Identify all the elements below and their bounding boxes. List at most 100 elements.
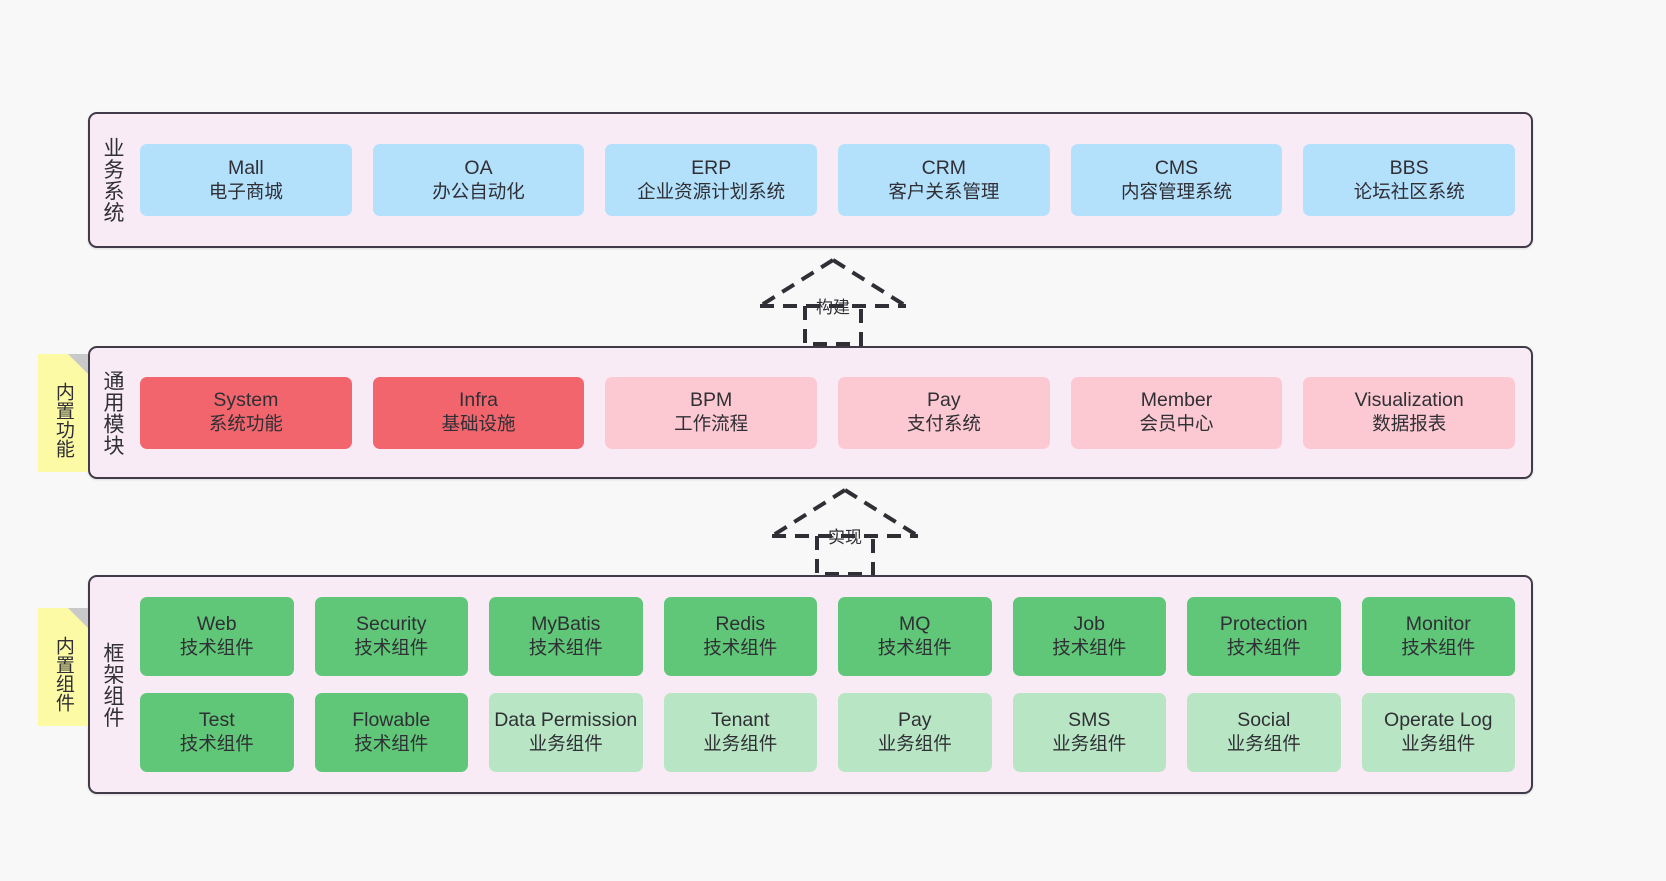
module-member[interactable]: Member 会员中心 bbox=[1070, 376, 1283, 449]
component-row: Test 技术组件 Flowable 技术组件 Data Permission … bbox=[140, 693, 1515, 772]
component-name: OA bbox=[464, 156, 493, 179]
component-subtitle: 业务组件 bbox=[703, 733, 778, 755]
component-oa[interactable]: OA 办公自动化 bbox=[372, 144, 585, 216]
component-social[interactable]: Social 业务组件 bbox=[1187, 693, 1341, 772]
component-monitor[interactable]: Monitor 技术组件 bbox=[1361, 597, 1515, 676]
component-subtitle: 技术组件 bbox=[354, 733, 429, 755]
layer-common-modules: 通用模块 System 系统功能 Infra 基础设施 BPM 工作流程 Pay… bbox=[88, 346, 1533, 479]
component-subtitle: 业务组件 bbox=[877, 733, 952, 755]
component-row: System 系统功能 Infra 基础设施 BPM 工作流程 Pay 支付系统… bbox=[140, 376, 1516, 449]
component-name: ERP bbox=[691, 156, 732, 179]
component-name: Job bbox=[1073, 613, 1105, 636]
component-name: CMS bbox=[1154, 156, 1199, 179]
note-fold-corner-icon bbox=[68, 608, 88, 628]
component-subtitle: 技术组件 bbox=[354, 637, 429, 659]
note-builtin-components: 内置组件 bbox=[38, 608, 88, 726]
component-subtitle: 电子商城 bbox=[208, 180, 283, 202]
component-pay[interactable]: Pay 业务组件 bbox=[838, 693, 992, 772]
component-name: Pay bbox=[897, 709, 932, 732]
component-subtitle: 工作流程 bbox=[674, 413, 749, 435]
component-subtitle: 企业资源计划系统 bbox=[637, 180, 786, 202]
component-subtitle: 技术组件 bbox=[877, 637, 952, 659]
component-name: CRM bbox=[921, 156, 967, 179]
component-tenant[interactable]: Tenant 业务组件 bbox=[663, 693, 817, 772]
component-protection[interactable]: Protection 技术组件 bbox=[1187, 597, 1341, 676]
component-row: Web 技术组件 Security 技术组件 MyBatis 技术组件 Redi… bbox=[140, 597, 1515, 676]
component-erp[interactable]: ERP 企业资源计划系统 bbox=[605, 144, 818, 216]
component-subtitle: 业务组件 bbox=[1226, 733, 1301, 755]
component-redis[interactable]: Redis 技术组件 bbox=[663, 597, 817, 676]
component-flowable[interactable]: Flowable 技术组件 bbox=[314, 693, 468, 772]
connector-build: 构建 bbox=[758, 258, 908, 346]
dashed-generalization-arrow-icon bbox=[770, 488, 920, 576]
component-name: Data Permission bbox=[494, 709, 638, 732]
component-subtitle: 系统功能 bbox=[208, 413, 283, 435]
component-bbs[interactable]: BBS 论坛社区系统 bbox=[1303, 144, 1516, 216]
component-mybatis[interactable]: MyBatis 技术组件 bbox=[489, 597, 643, 676]
module-pay[interactable]: Pay 支付系统 bbox=[838, 376, 1050, 449]
component-name: Infra bbox=[458, 389, 499, 412]
component-cms[interactable]: CMS 内容管理系统 bbox=[1070, 144, 1283, 216]
component-job[interactable]: Job 技术组件 bbox=[1012, 597, 1166, 676]
component-subtitle: 论坛社区系统 bbox=[1353, 180, 1465, 202]
component-name: BBS bbox=[1389, 156, 1429, 179]
component-name: SMS bbox=[1068, 709, 1111, 732]
component-subtitle: 业务组件 bbox=[1401, 733, 1476, 755]
component-subtitle: 支付系统 bbox=[906, 413, 981, 435]
component-mall[interactable]: Mall 电子商城 bbox=[140, 144, 352, 216]
component-subtitle: 数据报表 bbox=[1372, 413, 1447, 435]
component-row: Mall 电子商城 OA 办公自动化 ERP 企业资源计划系统 CRM 客户关系… bbox=[140, 144, 1516, 216]
note-text: 内置组件 bbox=[52, 636, 74, 712]
component-subtitle: 业务组件 bbox=[528, 733, 603, 755]
component-subtitle: 技术组件 bbox=[179, 637, 254, 659]
component-name: Security bbox=[356, 613, 427, 636]
layer-business-systems: 业务系统 Mall 电子商城 OA 办公自动化 ERP 企业资源计划系统 CRM… bbox=[88, 112, 1533, 248]
component-security[interactable]: Security 技术组件 bbox=[314, 597, 468, 676]
component-name: Test bbox=[198, 709, 235, 732]
component-operate-log[interactable]: Operate Log 业务组件 bbox=[1361, 693, 1515, 772]
component-data-permission[interactable]: Data Permission 业务组件 bbox=[489, 693, 643, 772]
module-system[interactable]: System 系统功能 bbox=[140, 376, 352, 449]
layer-body-business: Mall 电子商城 OA 办公自动化 ERP 企业资源计划系统 CRM 客户关系… bbox=[134, 114, 1531, 246]
module-visualization[interactable]: Visualization 数据报表 bbox=[1303, 376, 1516, 449]
layer-body-modules: System 系统功能 Infra 基础设施 BPM 工作流程 Pay 支付系统… bbox=[134, 348, 1531, 477]
component-subtitle: 内容管理系统 bbox=[1121, 180, 1233, 202]
component-name: Tenant bbox=[710, 709, 770, 732]
layer-framework-components: 框架组件 Web 技术组件 Security 技术组件 MyBatis 技术组件… bbox=[88, 575, 1533, 794]
component-name: Monitor bbox=[1405, 613, 1471, 636]
layer-title-framework: 框架组件 bbox=[100, 641, 124, 728]
note-builtin-features: 内置功能 bbox=[38, 354, 88, 472]
component-name: Mall bbox=[227, 156, 264, 179]
component-subtitle: 基础设施 bbox=[441, 413, 516, 435]
component-subtitle: 技术组件 bbox=[1226, 637, 1301, 659]
component-name: Protection bbox=[1219, 613, 1308, 636]
connector-label-build: 构建 bbox=[816, 298, 850, 317]
connector-label-implement: 实现 bbox=[828, 528, 862, 547]
component-name: Visualization bbox=[1354, 389, 1464, 412]
component-name: MQ bbox=[899, 613, 931, 636]
note-fold-corner-icon bbox=[68, 354, 88, 374]
component-name: Web bbox=[196, 613, 237, 636]
component-crm[interactable]: CRM 客户关系管理 bbox=[838, 144, 1050, 216]
component-subtitle: 会员中心 bbox=[1139, 413, 1214, 435]
component-subtitle: 办公自动化 bbox=[432, 180, 525, 202]
component-name: BPM bbox=[690, 389, 733, 412]
component-sms[interactable]: SMS 业务组件 bbox=[1012, 693, 1166, 772]
module-infra[interactable]: Infra 基础设施 bbox=[372, 376, 585, 449]
component-name: Member bbox=[1140, 389, 1213, 412]
component-subtitle: 业务组件 bbox=[1052, 733, 1127, 755]
component-subtitle: 技术组件 bbox=[703, 637, 778, 659]
component-name: Flowable bbox=[352, 709, 431, 732]
dashed-generalization-arrow-icon bbox=[758, 258, 908, 346]
component-name: Redis bbox=[715, 613, 766, 636]
layer-title-business: 业务系统 bbox=[100, 137, 124, 223]
component-name: System bbox=[213, 389, 279, 412]
component-name: Social bbox=[1237, 709, 1291, 732]
module-bpm[interactable]: BPM 工作流程 bbox=[605, 376, 818, 449]
component-test[interactable]: Test 技术组件 bbox=[140, 693, 294, 772]
component-web[interactable]: Web 技术组件 bbox=[140, 597, 294, 676]
component-mq[interactable]: MQ 技术组件 bbox=[838, 597, 992, 676]
layer-title-modules: 通用模块 bbox=[100, 369, 124, 456]
component-subtitle: 技术组件 bbox=[1401, 637, 1476, 659]
component-subtitle: 技术组件 bbox=[1052, 637, 1127, 659]
